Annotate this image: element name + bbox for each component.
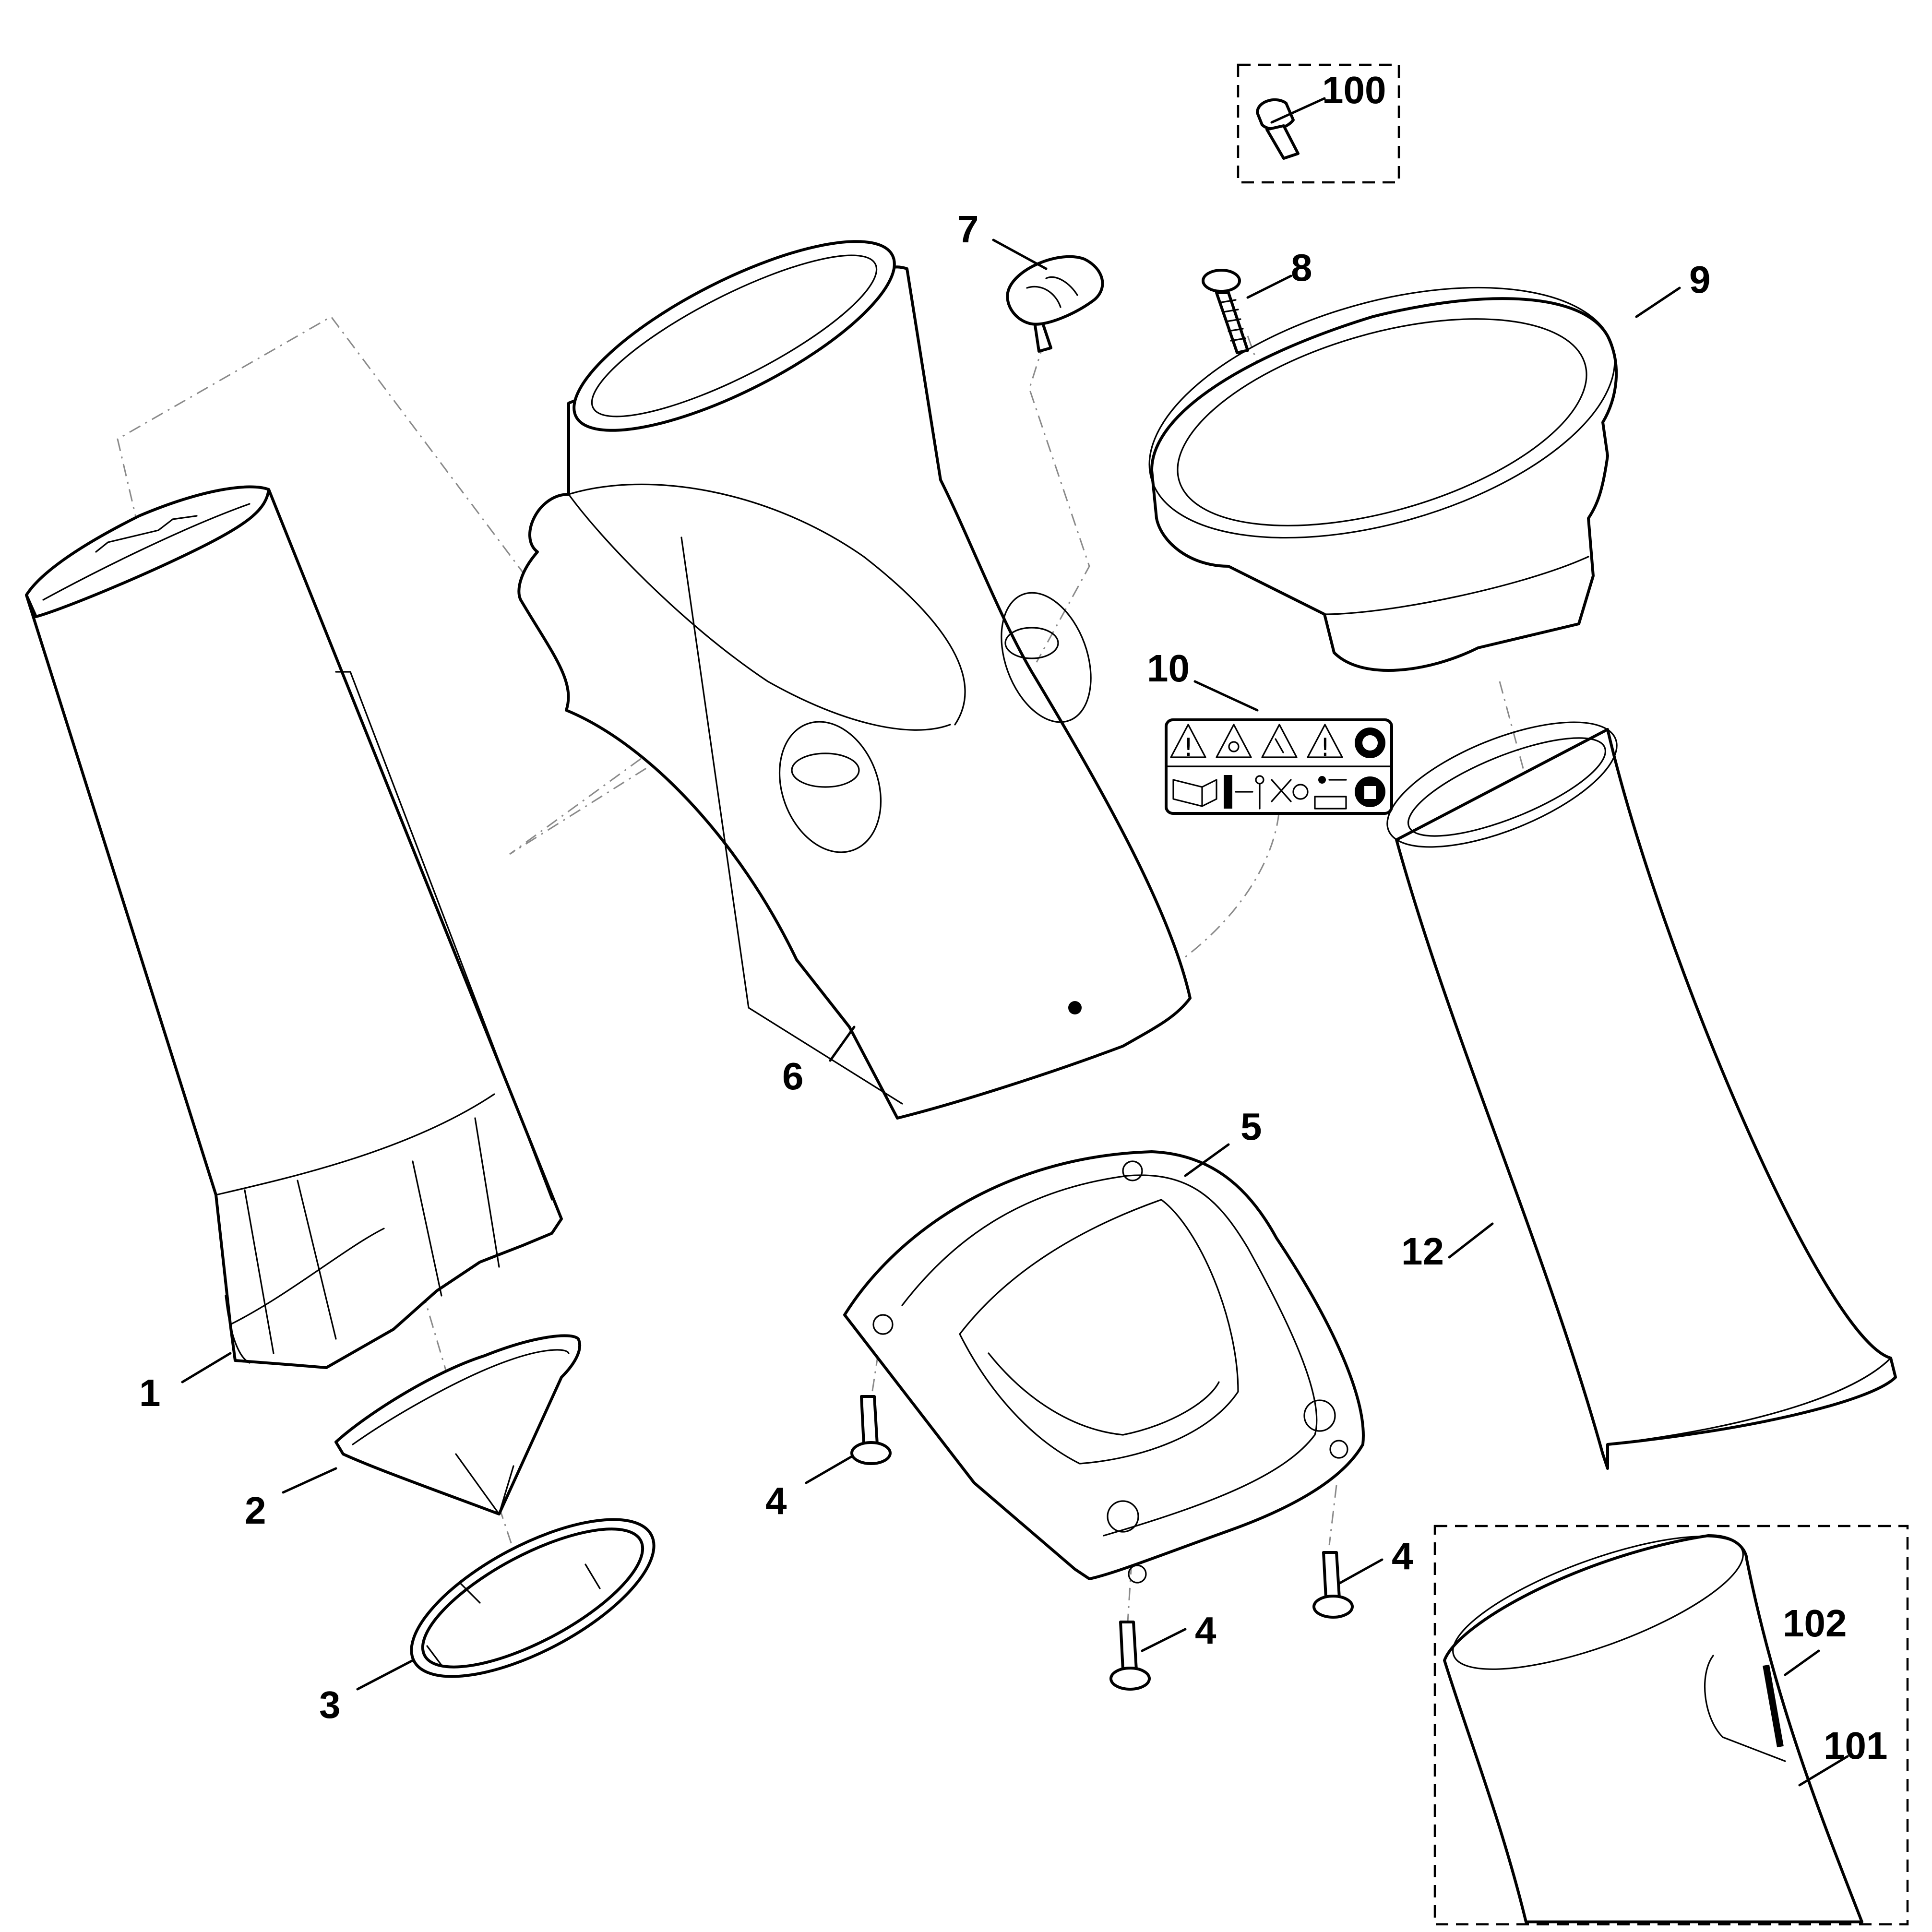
callout-4b: 4: [1195, 1609, 1216, 1652]
keep-distance-icon: [1224, 775, 1264, 810]
callout-8: 8: [1291, 246, 1312, 289]
callout-7: 7: [957, 208, 979, 250]
callout-2: 2: [245, 1489, 266, 1532]
callout-4a: 4: [765, 1479, 787, 1522]
eye-ear-protection-icon: [1355, 727, 1385, 758]
svg-text:!: !: [1320, 733, 1330, 762]
callout-101: 101: [1824, 1724, 1887, 1767]
callout-1: 1: [139, 1371, 161, 1414]
svg-text:!: !: [1183, 733, 1193, 762]
detail-inset-101-102: [1433, 1525, 1909, 1926]
callout-9: 9: [1689, 258, 1711, 301]
gloves-icon: [1355, 776, 1385, 807]
callout-12: 12: [1401, 1230, 1444, 1273]
callout-102: 102: [1783, 1602, 1847, 1645]
part-100-bolt: [1237, 63, 1400, 184]
part-6-housing: [517, 240, 1192, 1120]
decal-position-dot: [1068, 1001, 1082, 1014]
debris-warning-icon: [1216, 724, 1252, 758]
callout-4c: 4: [1392, 1535, 1413, 1577]
part-4-screw-b: [1109, 1621, 1151, 1691]
callout-6: 6: [782, 1055, 804, 1097]
hand-injury-warning-icon: [1261, 724, 1298, 758]
warning-triangle-icon: !: [1307, 724, 1343, 762]
part-4-screw-a: [850, 1395, 892, 1465]
part-12-tube: [1386, 721, 1897, 1470]
unplug-icon: [1271, 779, 1309, 802]
guide-screw4c-to-base5: [1328, 1485, 1337, 1546]
callout-10: 10: [1147, 647, 1190, 690]
decal-row1: ! !: [1170, 724, 1385, 762]
part-4-screw-c: [1312, 1551, 1354, 1619]
part-7-knob: [1006, 255, 1104, 353]
part-5-base: [843, 1150, 1365, 1584]
power-disconnect-icon: [1314, 776, 1347, 810]
part-10-decal: ! !: [1165, 718, 1393, 815]
guide-collar9-to-tube12: [1499, 681, 1532, 797]
warning-triangle-icon: !: [1170, 724, 1206, 762]
guide-screw4b-to-base5: [1127, 1562, 1133, 1622]
part-3-ring: [410, 1518, 656, 1678]
callout-100: 100: [1322, 69, 1386, 111]
decal-row2: [1172, 775, 1385, 810]
guide-tube1-to-housing: [117, 316, 668, 855]
callout-labels: 1 2 3 4 4 4 5 6 7 8 9 10 12 100 101 102: [139, 69, 1887, 1767]
part-1-tube: [25, 485, 563, 1369]
read-manual-icon: [1172, 779, 1217, 807]
callout-5: 5: [1240, 1105, 1262, 1148]
callout-3: 3: [319, 1683, 341, 1726]
guide-knob7-to-housing: [1028, 341, 1090, 663]
part-9-collar: [1148, 286, 1618, 672]
leader-lines: [181, 97, 1849, 1787]
part-2-cone: [334, 1334, 582, 1515]
part-8-screw: [1202, 269, 1249, 354]
